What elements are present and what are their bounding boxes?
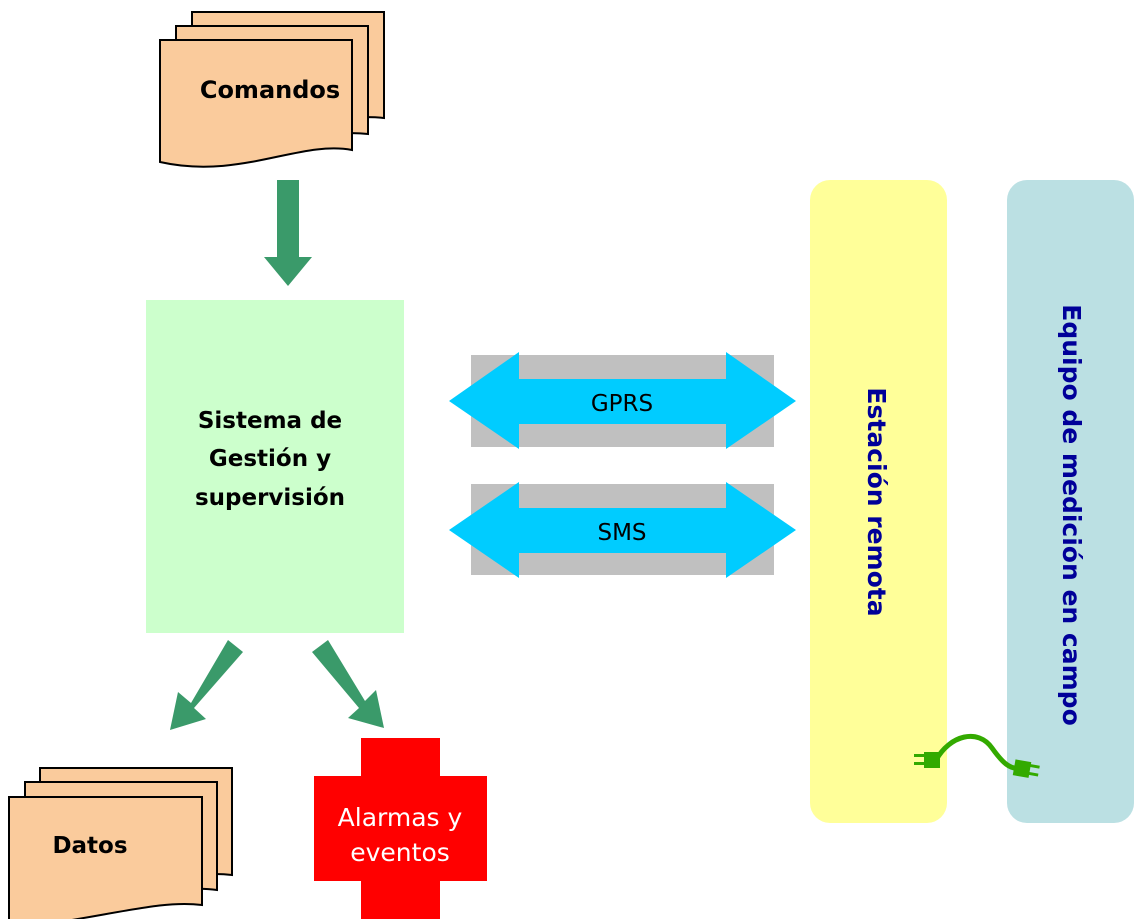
equipo-label: Equipo de medición en campo (1057, 304, 1086, 725)
gprs-double-arrow (449, 352, 796, 449)
arrow-sistema-to-alarmas (312, 640, 384, 728)
alarmas-eventos-cross: Alarmas y eventos (314, 738, 487, 919)
sms-double-arrow (449, 482, 796, 578)
sms-label: SMS (597, 520, 646, 546)
gprs-label: GPRS (591, 391, 653, 417)
equipo-medicion-box: Equipo de medición en campo (1007, 180, 1134, 823)
datos-label: Datos (52, 833, 127, 859)
datos-page-front (8, 796, 203, 919)
estacion-label: Estación remota (862, 387, 891, 616)
sms-link: SMS (449, 482, 796, 578)
sistema-label-line1: Sistema de (198, 408, 342, 434)
datos-document-stack: Datos (8, 767, 233, 919)
alarmas-label-line2: eventos (350, 838, 450, 867)
gprs-link: GPRS (449, 352, 796, 449)
sistema-gestion-box: Sistema de Gestión y supervisión (146, 300, 404, 633)
comandos-document-stack: Comandos (159, 11, 385, 168)
alarmas-label-line1: Alarmas y (338, 803, 463, 832)
comandos-label: Comandos (200, 76, 340, 104)
comandos-page-front (159, 39, 353, 168)
sistema-label-line2: Gestión y (209, 446, 331, 472)
arrow-sistema-to-datos (170, 640, 243, 730)
cable-wire (933, 733, 1023, 771)
sistema-label-line3: supervisión (195, 485, 345, 511)
plug-cable (914, 733, 1040, 778)
estacion-remota-box: Estación remota (810, 180, 947, 823)
arrow-comandos-to-sistema (264, 180, 312, 286)
left-plug-icon (914, 752, 940, 768)
right-plug-icon (1012, 759, 1040, 778)
